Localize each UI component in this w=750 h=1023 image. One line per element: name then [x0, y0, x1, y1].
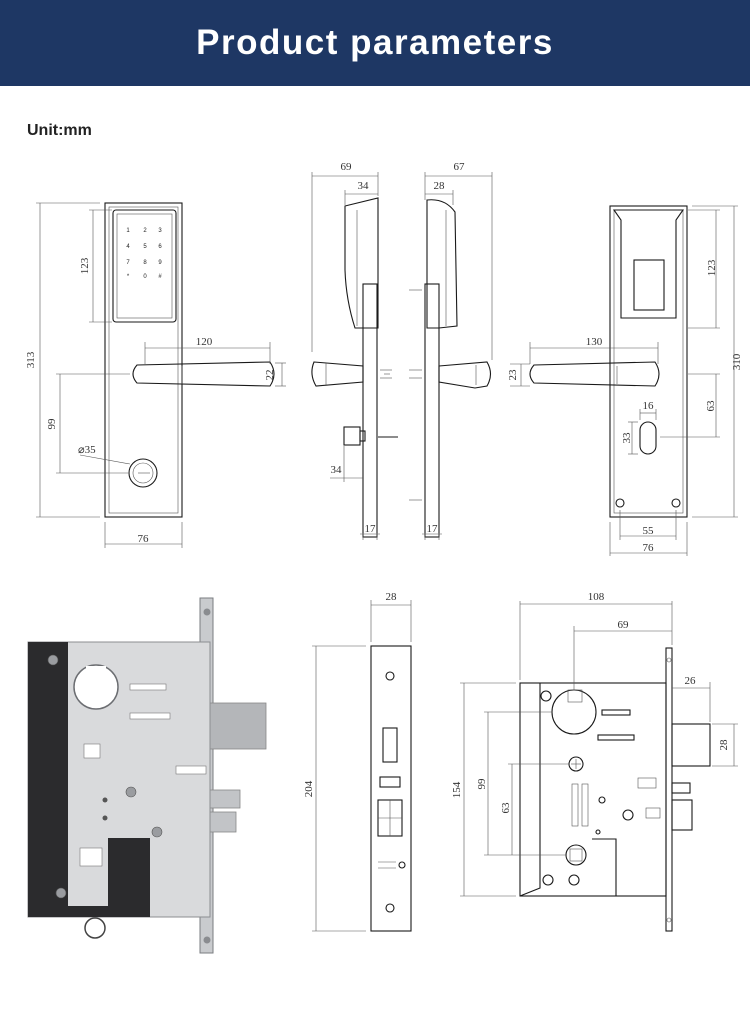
dim-mortise-backset: 69 [618, 619, 630, 631]
faceplate-view [370, 645, 412, 932]
mortise-dimensions: 108 69 26 28 154 99 63 [451, 591, 738, 897]
dim-back-handle-height: 23 [507, 369, 519, 381]
faceplate-dimensions: 28 204 [303, 591, 412, 932]
keypad-key: 5 [143, 244, 147, 250]
back-view-lock [529, 205, 688, 518]
back-view-dimensions: 310 123 130 23 63 16 33 55 76 [507, 205, 743, 556]
key-slot [639, 421, 657, 455]
dim-screw-spacing: 55 [643, 525, 655, 537]
side-view-left-dimensions: 69 34 34 17 [311, 161, 380, 540]
side-view-right-dimensions: 67 28 17 [422, 161, 493, 540]
dim-latch-projection: 26 [685, 675, 697, 687]
dim-side-left-depth-total: 69 [341, 161, 353, 173]
keypad-key: 4 [126, 244, 130, 250]
dim-side-right-thickness: 17 [427, 523, 439, 535]
dim-side-right-depth-total: 67 [454, 161, 466, 173]
front-view-dimensions: 313 123 120 22 99 ⌀35 76 [25, 202, 286, 548]
dim-keypad-height: 123 [79, 257, 91, 274]
keypad-key: 3 [158, 228, 162, 234]
dim-mortise-hole-2: 63 [500, 802, 512, 814]
battery-compartment [633, 259, 665, 311]
front-view-lock: 1 2 3 4 5 6 7 8 9 * 0 # [104, 202, 275, 518]
keypad-key: 0 [143, 274, 147, 280]
keypad-key: 6 [158, 244, 162, 250]
mortise-photo [27, 597, 267, 954]
header-banner: Product parameters [0, 0, 750, 86]
dim-back-handle-length: 130 [586, 336, 603, 348]
keypad-key: 7 [126, 260, 130, 266]
keypad: 1 2 3 4 5 6 7 8 9 * 0 # [126, 228, 162, 280]
dim-battery-height: 123 [706, 259, 718, 276]
dim-front-width: 76 [138, 533, 150, 545]
dim-slot-width: 16 [643, 400, 655, 412]
dim-handle-length: 120 [196, 336, 213, 348]
dim-faceplate-height: 204 [303, 780, 315, 797]
page-title: Product parameters [196, 23, 554, 62]
keypad-key: 8 [143, 260, 147, 266]
dim-side-left-thickness: 17 [365, 523, 377, 535]
dim-cylinder-diameter: ⌀35 [78, 444, 96, 456]
dim-side-right-depth-top: 28 [434, 180, 446, 192]
dim-back-height: 310 [731, 353, 743, 370]
dim-slot-height: 33 [621, 432, 633, 444]
keypad-key: * [127, 274, 130, 280]
keypad-key: # [158, 274, 162, 280]
keypad-key: 2 [143, 228, 147, 234]
dim-side-left-depth-top: 34 [358, 180, 370, 192]
keypad-key: 9 [158, 260, 162, 266]
dim-mortise-width: 108 [588, 591, 605, 603]
side-view-left [311, 197, 398, 538]
dim-latch-height: 28 [718, 739, 730, 751]
unit-label: Unit:mm [27, 122, 92, 139]
dim-side-left-knob: 34 [331, 464, 343, 476]
dim-faceplate-width: 28 [386, 591, 398, 603]
keypad-key: 1 [126, 228, 130, 234]
side-view-right [409, 199, 492, 538]
dim-mortise-height: 154 [451, 781, 463, 798]
dim-handle-to-cylinder: 99 [46, 418, 58, 430]
cylinder [128, 458, 158, 488]
dim-front-height: 313 [25, 351, 37, 368]
dim-slot-offset: 63 [705, 400, 717, 412]
dim-handle-height: 22 [264, 370, 276, 381]
dim-mortise-hole-1: 99 [476, 778, 488, 790]
dim-back-width: 76 [643, 542, 655, 554]
mortise-drawing [519, 647, 711, 932]
